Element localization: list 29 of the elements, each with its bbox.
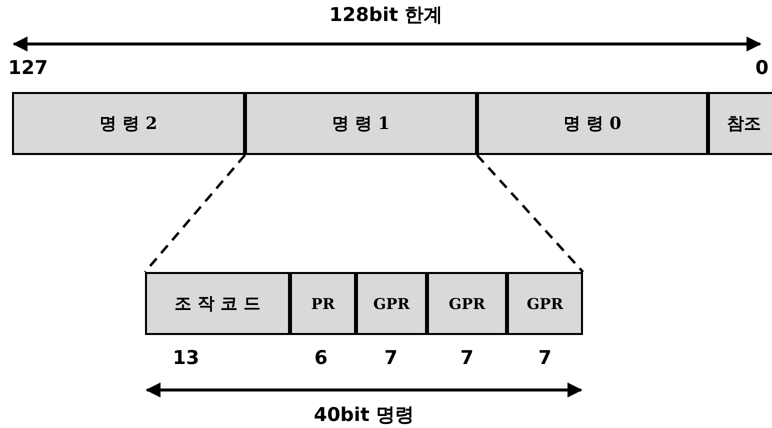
field-box [477,92,708,155]
dimension-label: 7 [460,347,474,369]
dimension-label: 40bit 명령 [314,403,414,428]
dashed-line [476,154,584,273]
field-label: 참조 [727,113,761,135]
field-box [145,272,290,335]
field-box [290,272,356,335]
field-box [245,92,477,155]
field-label: 명 령 0 [564,113,622,135]
field-box [507,272,583,335]
field-label: GPR [373,294,410,312]
dimension-label: 128bit 한계 [329,3,443,28]
field-label: 조 작 코 드 [174,293,260,315]
dashed-line [144,154,246,273]
field-label: PR [311,294,335,312]
field-label: GPR [448,294,486,312]
field-box [356,272,427,335]
dimension-label: 13 [172,347,200,369]
field-label: GPR [526,294,564,312]
dimension-label: 6 [314,347,328,369]
field-box [427,272,507,335]
field-label: 명 령 1 [332,113,390,135]
dimension-label: 0 [755,57,769,79]
dimension-label: 7 [384,347,398,369]
field-box [12,92,245,155]
field-box [708,92,772,155]
dimension-label: 7 [538,347,552,369]
field-label: 명 령 2 [100,113,158,135]
dimension-label: 127 [8,57,48,79]
